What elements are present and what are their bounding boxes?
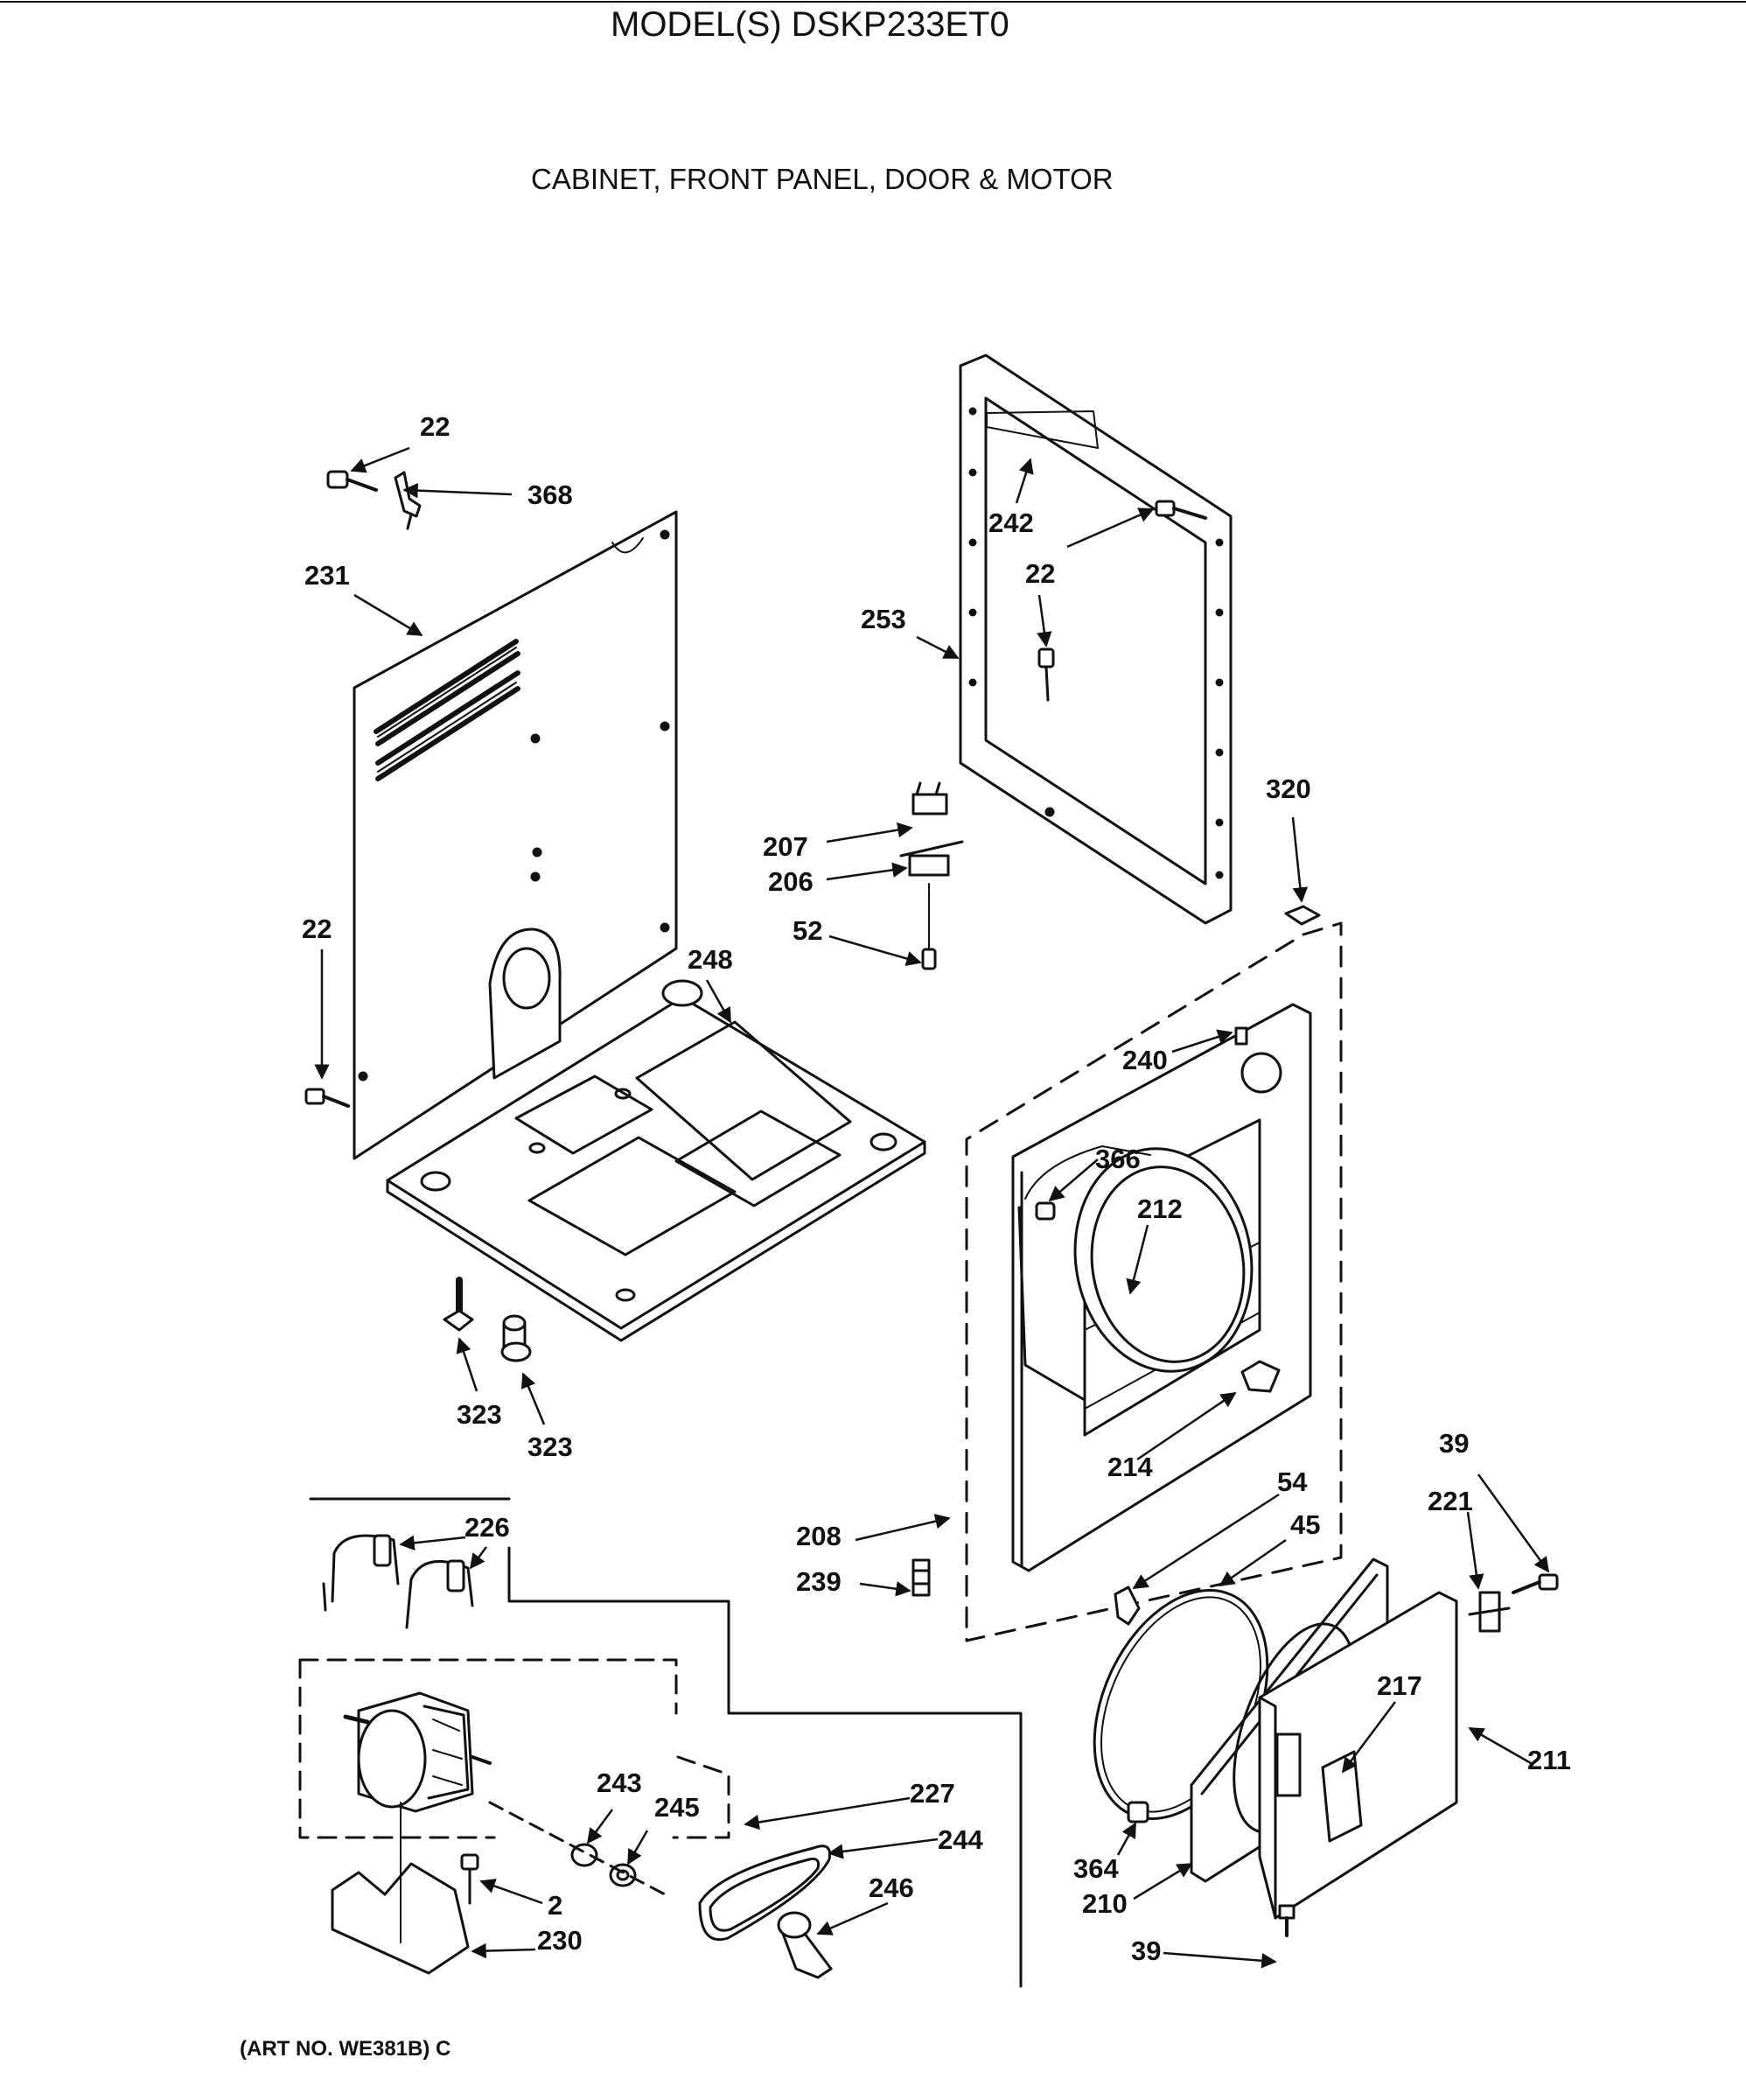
callout-366: 366 <box>1095 1144 1141 1174</box>
model-title: MODEL(S) DSKP233ET0 <box>611 5 1009 44</box>
motor-clamp-226a <box>322 1534 400 1612</box>
door-switch-207 <box>911 781 948 816</box>
top-frame <box>959 354 1233 925</box>
callout-22: 22 <box>1025 558 1055 589</box>
callout-208: 208 <box>796 1521 842 1551</box>
callout-2: 2 <box>548 1890 562 1921</box>
callout-217: 217 <box>1377 1670 1422 1701</box>
callout-245: 245 <box>654 1792 700 1823</box>
callout-246: 246 <box>869 1872 914 1903</box>
art-number: (ART NO. WE381B) C <box>240 2037 451 2061</box>
door-ring-212 <box>1017 1145 1254 1402</box>
motor-clamp-226b <box>405 1559 474 1629</box>
screw-22-frame-vertical <box>1037 648 1055 702</box>
callout-368: 368 <box>527 480 573 510</box>
screw-364 <box>1127 1801 1149 1824</box>
section-title: CABINET, FRONT PANEL, DOOR & MOTOR <box>531 163 1114 195</box>
screw-22-frame <box>1155 500 1207 520</box>
callout-227: 227 <box>910 1778 955 1809</box>
callout-231: 231 <box>304 560 350 591</box>
callout-52: 52 <box>793 915 822 946</box>
screw-22-top <box>326 470 378 492</box>
callout-248: 248 <box>688 944 733 975</box>
drive-belt-244 <box>698 1844 832 1941</box>
callout-39: 39 <box>1131 1936 1161 1966</box>
callout-242: 242 <box>988 508 1034 538</box>
callout-226: 226 <box>464 1512 510 1543</box>
section-divider <box>309 1497 1023 1988</box>
callout-243: 243 <box>597 1768 642 1798</box>
screw-52 <box>921 883 937 970</box>
front-panel-assembly-outline <box>965 921 1343 1642</box>
motor-mount-230 <box>331 1802 470 1975</box>
switch-206 <box>899 840 964 877</box>
callout-214: 214 <box>1107 1452 1153 1482</box>
callout-244: 244 <box>938 1824 983 1855</box>
bracket-240 <box>1234 1026 1248 1046</box>
screw-366 <box>1035 1201 1056 1221</box>
callout-22: 22 <box>420 411 450 442</box>
leveling-leg-323a <box>443 1277 474 1332</box>
callout-320: 320 <box>1266 774 1311 804</box>
callout-39: 39 <box>1439 1428 1469 1459</box>
callout-212: 212 <box>1137 1194 1183 1224</box>
screw-39-bottom <box>1278 1904 1296 1937</box>
screw-22-left <box>304 1088 350 1108</box>
callout-54: 54 <box>1277 1466 1308 1497</box>
callout-210: 210 <box>1082 1888 1128 1919</box>
leveling-leg-323b <box>500 1314 532 1362</box>
callout-240: 240 <box>1122 1045 1168 1075</box>
rear-panel <box>353 510 678 1160</box>
hinge-221 <box>1468 1591 1511 1633</box>
bracket-368 <box>394 471 422 530</box>
callout-206: 206 <box>768 866 814 897</box>
callout-211: 211 <box>1527 1745 1571 1775</box>
callout-22: 22 <box>302 914 332 944</box>
latch-214 <box>1240 1360 1281 1393</box>
screw-2 <box>460 1853 479 1905</box>
base-plate <box>386 979 926 1342</box>
callout-253: 253 <box>861 604 906 634</box>
callout-323: 323 <box>457 1399 502 1430</box>
callout-323: 323 <box>527 1432 573 1462</box>
drive-motor <box>343 1691 492 1813</box>
clip-320 <box>1284 905 1321 926</box>
outer-door-211 <box>1258 1591 1458 1920</box>
hinge-239 <box>911 1558 931 1597</box>
screw-39-top <box>1512 1573 1559 1594</box>
callout-230: 230 <box>537 1925 583 1956</box>
exhaust-duct <box>488 928 562 1080</box>
motor-assembly-outline <box>298 1658 730 1839</box>
callout-45: 45 <box>1290 1509 1320 1540</box>
idler-pulley-246 <box>777 1911 833 1979</box>
callout-239: 239 <box>796 1566 842 1597</box>
callout-221: 221 <box>1428 1486 1473 1516</box>
callout-364: 364 <box>1073 1853 1119 1884</box>
callout-207: 207 <box>763 831 808 862</box>
door-gasket-54 <box>1114 1586 1141 1626</box>
